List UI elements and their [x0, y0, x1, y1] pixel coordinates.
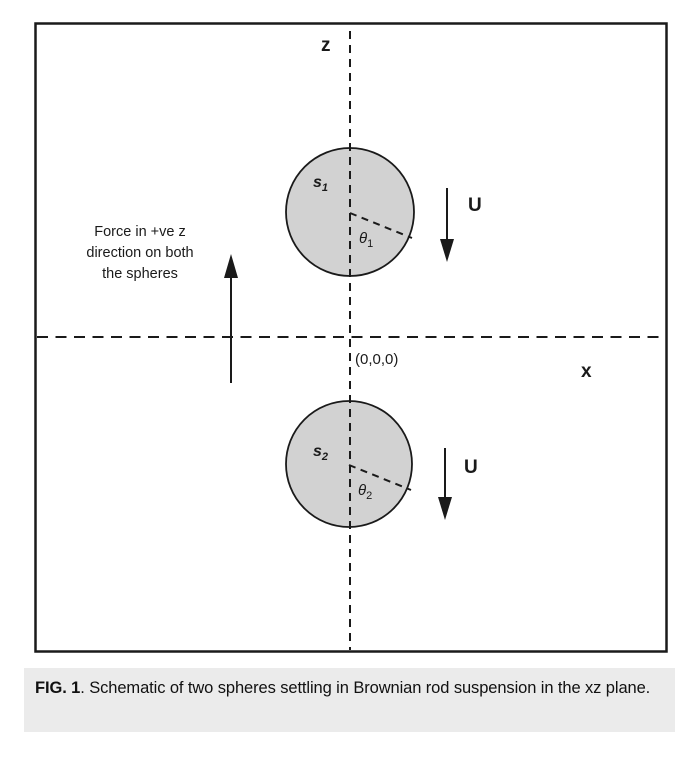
sphere-2-angle-label: θ2 — [358, 482, 372, 502]
theta-1-subscript: 1 — [367, 238, 374, 250]
sphere-2-label: s2 — [313, 443, 329, 464]
caption-text: . Schematic of two spheres settling in B… — [80, 679, 651, 697]
force-annotation-line: the spheres — [102, 266, 178, 282]
force-annotation-line: direction on both — [86, 245, 194, 261]
sphere-1-label: s1 — [313, 174, 329, 195]
sphere-1-angle-label: θ1 — [359, 230, 373, 250]
z-axis-label: z — [321, 35, 331, 56]
theta-2-subscript: 2 — [366, 490, 373, 502]
theta-2-symbol: θ — [358, 482, 367, 499]
figure-caption: FIG. 1. Schematic of two spheres settlin… — [24, 668, 675, 732]
sphere-1-angle-dashed-line — [349, 212, 413, 239]
force-annotation: Force in +ve z direction on both the sph… — [70, 222, 210, 285]
velocity-arrow-1-down-icon — [440, 188, 454, 262]
x-axis-label: x — [581, 361, 592, 382]
force-arrow-up-icon — [224, 254, 238, 383]
velocity-label-1: U — [468, 195, 482, 216]
sphere-2-subscript: 2 — [321, 451, 329, 464]
sphere-2-symbol: s — [313, 443, 322, 460]
sphere-1-subscript: 1 — [321, 182, 329, 195]
theta-1-symbol: θ — [359, 230, 368, 247]
sphere-1-symbol: s — [313, 174, 322, 191]
origin-label: (0,0,0) — [355, 351, 399, 368]
sphere-2-angle-dashed-line — [348, 464, 412, 491]
force-annotation-line: Force in +ve z — [94, 224, 186, 240]
figure-number: FIG. 1 — [35, 679, 81, 697]
velocity-arrow-2-down-icon — [438, 448, 452, 520]
velocity-label-2: U — [464, 457, 478, 478]
